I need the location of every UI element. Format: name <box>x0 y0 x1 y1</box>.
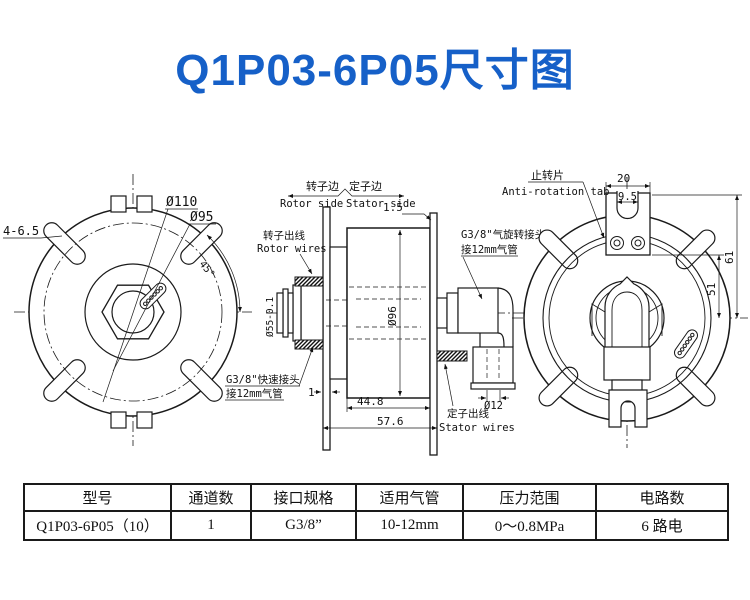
stator-side-cn: 定子边 <box>349 179 382 193</box>
dim-dia110-label: Ø110 <box>166 195 197 210</box>
rotor-side-cn: 转子边 <box>306 179 339 193</box>
right-view: 20 9.5 61 51 止转片 Anti-rotation tab <box>502 168 748 448</box>
dim-57-6-label: 57.6 <box>377 415 404 428</box>
left-inner-circle <box>84 263 182 361</box>
value-pressure: 0～0.8MPa <box>462 510 597 541</box>
rotor-wires-en: Rotor wires <box>257 243 327 255</box>
bottom-fitting-block <box>603 346 651 381</box>
header-channels: 通道数 <box>170 483 252 512</box>
tab-notch <box>616 191 639 220</box>
page-title: Q1P03-6P05尺寸图 <box>175 46 575 95</box>
tab-screws <box>610 236 645 250</box>
right-connector-pad <box>673 329 699 359</box>
stator-wires-bundle <box>436 350 468 362</box>
dim-dia96-label: Ø96 <box>386 306 399 326</box>
middle-view: 转子边 定子边 Rotor side Stator side 1.5 转子出线 … <box>225 179 545 456</box>
stator-side-en: Stator side <box>346 198 416 210</box>
middle-dimensions <box>225 188 518 430</box>
spec-table: 型号 通道数 接口规格 适用气管 压力范围 电路数 Q1P03-6P05（10）… <box>23 483 729 541</box>
quick-joint-label2: 接12mm气管 <box>226 387 283 400</box>
header-model: 型号 <box>23 483 172 512</box>
header-circuits: 电路数 <box>595 483 729 512</box>
left-connector-pad <box>139 282 167 310</box>
elbow-end-view <box>591 276 663 347</box>
header-pressure: 压力范围 <box>462 483 597 512</box>
left-tabs <box>110 195 153 429</box>
dim-1-label: 1 <box>308 386 315 399</box>
rotor-wires-bundle2 <box>294 339 324 350</box>
rotor-side-en: Rotor side <box>280 198 343 210</box>
hub <box>329 246 348 380</box>
bottom-fork-tab <box>608 389 648 428</box>
right-slots <box>538 229 716 407</box>
quick-connector-fitting <box>276 280 324 346</box>
header-port-spec: 接口规格 <box>250 483 357 512</box>
rotary-joint-label2: 接12mm气管 <box>461 243 518 256</box>
right-dimensions <box>528 181 742 318</box>
dim-1-5-label: 1.5 <box>383 201 403 214</box>
dim-20-label: 20 <box>617 172 630 185</box>
header-tube: 适用气管 <box>355 483 464 512</box>
tab-label-en: Anti-rotation tab <box>502 186 609 198</box>
dim-dia95-label: Ø95 <box>190 210 213 225</box>
value-tube: 10-12mm <box>355 510 464 541</box>
rotary-joint-label1: G3/8"气旋转接头 <box>461 228 545 241</box>
rotor-wires-cn: 转子出线 <box>263 229 305 242</box>
left-leaders <box>3 208 242 403</box>
rotary-elbow-fitting <box>436 287 516 390</box>
rotor-wires-bundle <box>294 276 324 287</box>
dim-dia55-label: Ø55-0.1 <box>265 297 276 337</box>
spec-table-value-row: Q1P03-6P05（10） 1 G3/8” 10-12mm 0～0.8MPa … <box>23 510 729 541</box>
dimension-drawing: Ø110 Ø95 4-6.5 45° <box>3 168 748 456</box>
spec-table-header-row: 型号 通道数 接口规格 适用气管 压力范围 电路数 <box>23 483 729 512</box>
value-channels: 1 <box>170 510 252 541</box>
stator-wires-cn: 定子出线 <box>447 407 489 420</box>
quick-joint-label1: G3/8"快速接头 <box>226 373 300 386</box>
dim-dia12-label: Ø12 <box>484 400 503 412</box>
dim-44-8-label: 44.8 <box>357 395 384 408</box>
value-port-spec: G3/8” <box>250 510 357 541</box>
stator-wires-en: Stator wires <box>439 422 515 434</box>
dim-51-label: 51 <box>705 283 718 296</box>
value-circuits: 6 路电 <box>595 510 729 541</box>
hole-callout-label: 4-6.5 <box>3 224 39 238</box>
dim-61-label: 61 <box>723 251 736 264</box>
left-slots <box>43 222 223 402</box>
tab-label-cn: 止转片 <box>531 168 564 182</box>
left-bolt-circle <box>43 222 223 402</box>
dim-9-5-label: 9.5 <box>618 191 637 203</box>
value-model: Q1P03-6P05（10） <box>23 510 172 541</box>
stator-flange-plate <box>429 212 438 456</box>
left-view: Ø110 Ø95 4-6.5 45° <box>3 174 252 446</box>
slip-ring-body <box>346 227 431 399</box>
